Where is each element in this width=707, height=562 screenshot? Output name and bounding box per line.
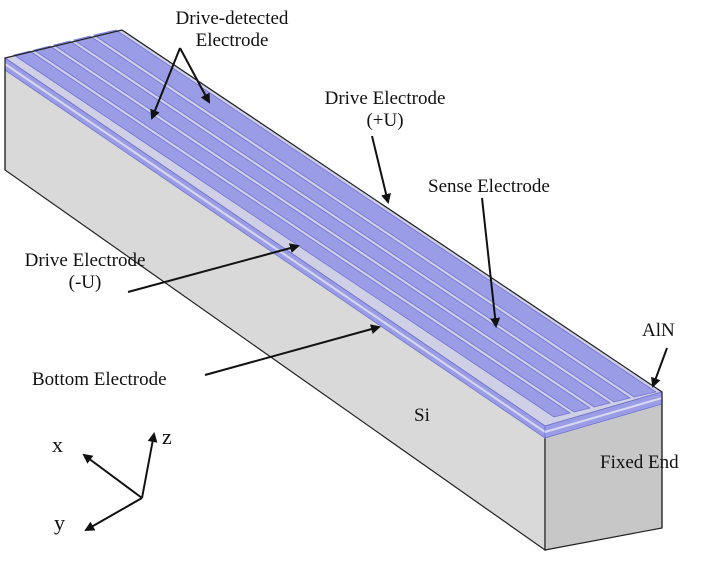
label-drive-detected-line1: Drive-detected <box>175 8 289 29</box>
arrow-drive-minus <box>127 243 300 293</box>
label-drive-minus: Drive Electrode (-U) <box>5 250 165 294</box>
electrode-strip <box>73 35 631 403</box>
label-bottom-electrode: Bottom Electrode <box>32 369 167 390</box>
label-drive-plus-line1: Drive Electrode <box>324 88 446 109</box>
label-aln: AlN <box>642 320 675 341</box>
label-drive-minus-line1: Drive Electrode <box>24 250 146 271</box>
label-drive-detected: Drive-detected Electrode <box>147 8 317 52</box>
arrow-drive-plus <box>371 135 391 204</box>
electrode-strip <box>33 45 591 413</box>
electrode-strip <box>93 29 657 398</box>
end-aln-line <box>544 397 663 433</box>
label-fixed-end: Fixed End <box>600 452 679 473</box>
electrode-strips <box>13 29 657 418</box>
arrow-bottom <box>204 324 381 376</box>
electrode-strip <box>53 40 611 408</box>
coordinate-axes <box>82 432 158 531</box>
aln-layer-line <box>4 63 546 433</box>
axis-label-z: z <box>162 424 172 449</box>
outline <box>4 29 663 528</box>
axis-label-y: y <box>54 510 65 535</box>
label-drive-plus: Drive Electrode (+U) <box>300 88 470 132</box>
label-drive-minus-line2: (-U) <box>68 272 102 293</box>
z-axis-arrow <box>141 432 158 499</box>
arrow-aln <box>651 347 668 388</box>
label-si: Si <box>414 405 430 426</box>
arrow-sense <box>481 197 501 328</box>
y-axis-arrow <box>84 497 143 531</box>
axis-label-x: x <box>52 432 63 457</box>
arrow-drive-detected-2 <box>179 47 210 104</box>
label-drive-detected-line2: Electrode <box>195 30 269 51</box>
annotation-arrows <box>127 47 668 388</box>
x-axis-arrow <box>82 453 143 499</box>
label-sense: Sense Electrode <box>428 176 550 197</box>
arrow-drive-detected-1 <box>150 47 181 120</box>
electrode-strip <box>13 50 571 418</box>
label-drive-plus-line2: (+U) <box>366 110 404 131</box>
